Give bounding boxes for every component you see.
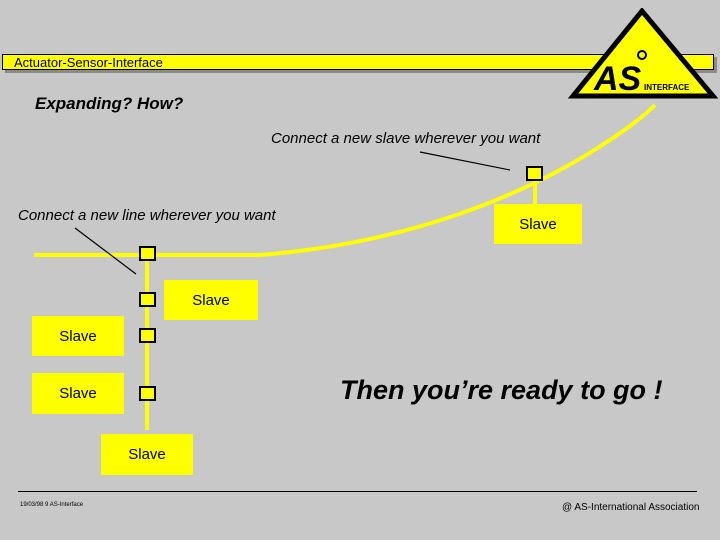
pointer-new-line: [74, 227, 137, 275]
footer-divider: [18, 491, 697, 492]
slave-box: Slave: [32, 316, 124, 356]
note-new-line: Connect a new line wherever you want: [18, 207, 276, 224]
footer-right-text: @ AS-International Association: [562, 502, 700, 513]
logo-mark: AS: [593, 60, 642, 98]
note-new-slave: Connect a new slave wherever you want: [271, 130, 541, 147]
slave-box: Slave: [32, 373, 124, 414]
connector: [139, 386, 156, 401]
header-bar: [2, 54, 714, 70]
ready-message: Then you’re ready to go !: [340, 375, 663, 405]
connector: [139, 328, 156, 343]
slave-box: Slave: [494, 204, 582, 244]
connector: [139, 246, 156, 261]
as-interface-logo: AS INTERFACE: [568, 8, 718, 99]
connector: [526, 166, 543, 181]
logo-suffix: INTERFACE: [644, 83, 690, 92]
footer-left-text: 19/03/98 9 AS-Interface: [20, 502, 84, 508]
main-bus-cable: [34, 103, 657, 257]
pointer-new-slave: [419, 151, 511, 171]
connector: [139, 292, 156, 307]
slave-box: Slave: [101, 434, 193, 475]
slave-box: Slave: [164, 280, 258, 320]
header-title: Actuator-Sensor-Interface: [14, 55, 163, 70]
page-subtitle: Expanding? How?: [35, 94, 184, 113]
